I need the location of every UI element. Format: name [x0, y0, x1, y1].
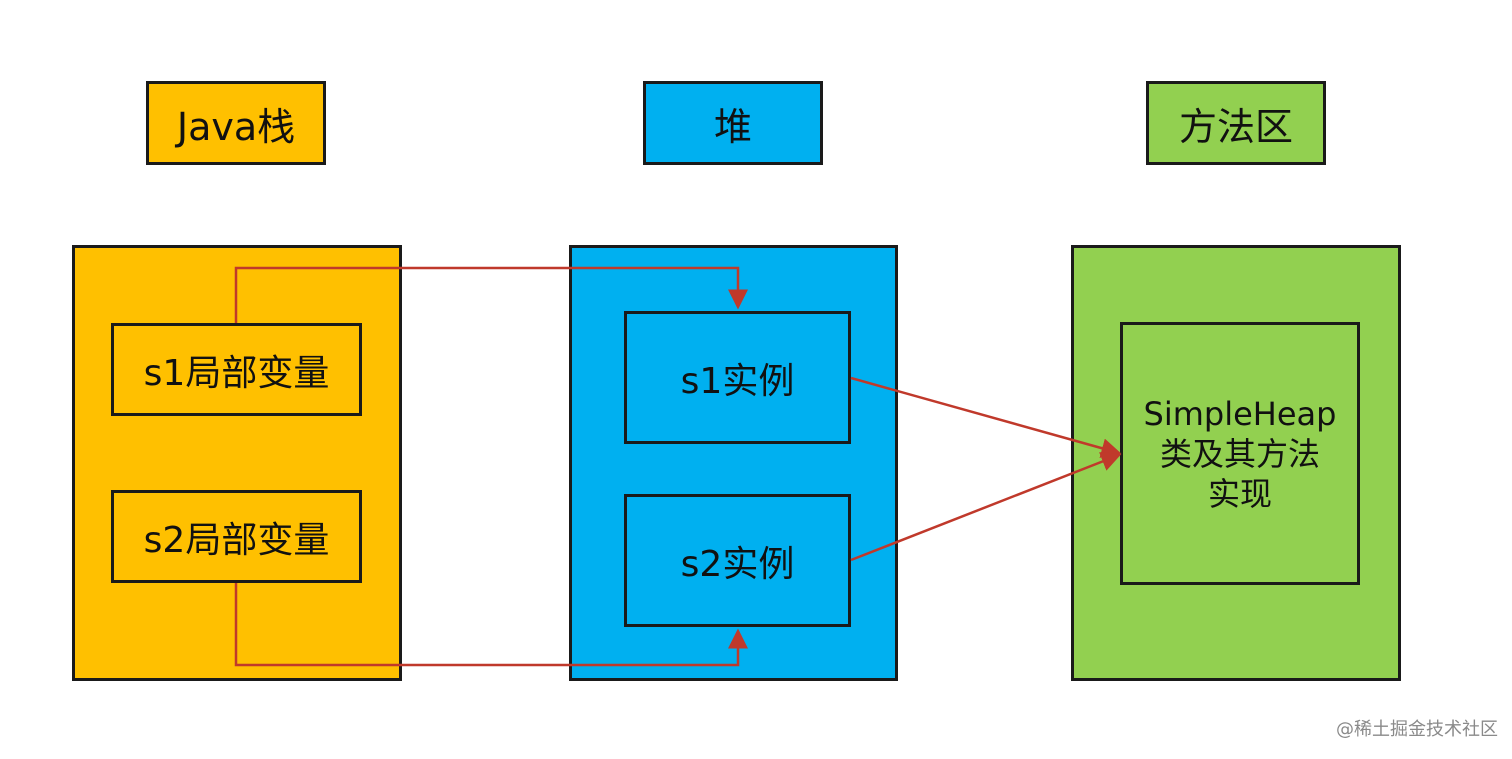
s2-instance-label: s2实例	[680, 543, 795, 585]
s2-instance: s2实例	[624, 494, 851, 627]
s1-local-variable: s1局部变量	[111, 323, 362, 416]
simpleheap-class-box: SimpleHeap 类及其方法 实现	[1120, 322, 1360, 585]
class-impl-line: 实现	[1207, 474, 1272, 513]
method-area-header: 方法区	[1146, 81, 1326, 165]
watermark: @稀土掘金技术社区	[1336, 719, 1498, 740]
s1-instance-label: s1实例	[680, 360, 795, 402]
s1-instance: s1实例	[624, 311, 851, 444]
java-stack-header: Java栈	[146, 81, 326, 165]
heap-header-label: 堆	[713, 104, 752, 149]
java-stack-region	[72, 245, 402, 681]
class-desc-line: 类及其方法	[1159, 434, 1320, 473]
method-area-header-label: 方法区	[1178, 104, 1293, 149]
heap-header: 堆	[643, 81, 823, 165]
class-name-line: SimpleHeap	[1143, 394, 1337, 433]
s1-local-variable-label: s1局部变量	[143, 352, 330, 394]
s2-local-variable-label: s2局部变量	[143, 519, 330, 561]
s2-local-variable: s2局部变量	[111, 490, 362, 583]
java-stack-header-label: Java栈	[176, 104, 296, 149]
